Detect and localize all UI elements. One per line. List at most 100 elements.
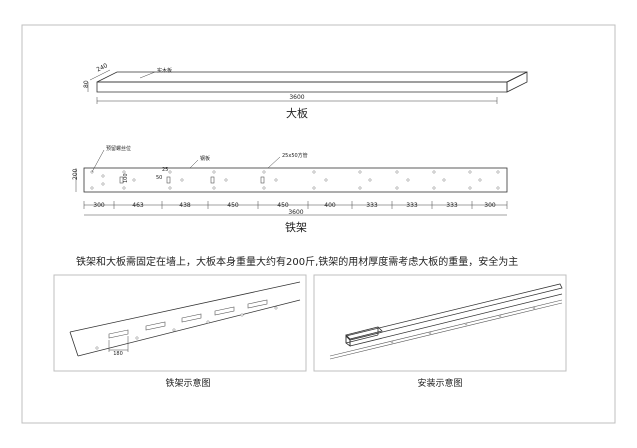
board-side-face bbox=[506, 71, 528, 93]
rack-sketch-top-edge bbox=[69, 281, 301, 333]
rack-sketch-slot bbox=[181, 313, 202, 323]
board-width-label: 240 bbox=[95, 62, 109, 73]
board-material-label: 实木板 bbox=[157, 67, 172, 74]
rack-sketch-slot bbox=[145, 321, 166, 331]
rack-hole bbox=[432, 170, 436, 174]
rack-sketch-hole bbox=[240, 313, 244, 317]
rack-segment-label: 400 bbox=[324, 202, 336, 209]
rack-total-label: 3600 bbox=[288, 209, 303, 216]
install-sketch-frame bbox=[313, 274, 567, 372]
rack-hole bbox=[395, 186, 399, 190]
board-drawing: 240 80 实木板 3600 大板 bbox=[83, 62, 528, 120]
rack-sketch-slot bbox=[247, 299, 268, 309]
rack-segment-label: 300 bbox=[484, 202, 496, 209]
rack-hole bbox=[262, 170, 266, 174]
rack-hole bbox=[212, 186, 216, 190]
rack-hole bbox=[132, 178, 136, 182]
safety-note: 铁架和大板需固定在墙上，大板本身重量大约有200斤,铁架的用材厚度需考虑大板的重… bbox=[76, 255, 518, 268]
rack-bar bbox=[83, 167, 508, 193]
rack-plate-marker bbox=[119, 176, 124, 184]
rack-hole bbox=[312, 186, 316, 190]
rack-sketch-dim-label: 180 bbox=[113, 351, 123, 357]
rack-segment-label: 450 bbox=[277, 202, 289, 209]
rack-height-label: 200 bbox=[72, 168, 79, 180]
rack-sketch-hole bbox=[172, 328, 176, 332]
rack-sketch-slot bbox=[108, 329, 129, 339]
rack-hole bbox=[406, 178, 410, 182]
rack-sketch-caption: 铁架示意图 bbox=[165, 377, 210, 389]
install-hole bbox=[390, 340, 394, 344]
rack-sketch-slot bbox=[214, 306, 235, 316]
rack-hole bbox=[101, 174, 105, 178]
rack-hole bbox=[468, 186, 472, 190]
rack-segment-label: 438 bbox=[179, 202, 191, 209]
rack-spacing-label-a: 50 bbox=[156, 175, 162, 181]
tube-callout-leader bbox=[267, 156, 281, 169]
install-wall-rack-line-2 bbox=[329, 302, 563, 360]
install-hole bbox=[464, 322, 468, 326]
rack-hole bbox=[274, 178, 278, 182]
rack-hole bbox=[122, 170, 126, 174]
rack-hole bbox=[478, 178, 482, 182]
plate-callout-leader bbox=[189, 159, 199, 169]
rack-hole bbox=[468, 170, 472, 174]
rack-hole bbox=[442, 178, 446, 182]
rack-hole bbox=[122, 186, 126, 190]
install-sketch-caption: 安装示意图 bbox=[417, 377, 462, 389]
install-board-face-low bbox=[345, 334, 379, 344]
rack-hole bbox=[432, 186, 436, 190]
board-width-dim-line bbox=[89, 69, 111, 81]
rack-plate-marker bbox=[166, 176, 171, 184]
rack-sketch-hole bbox=[135, 336, 139, 340]
rack-hole bbox=[180, 178, 184, 182]
rack-sketch-hole bbox=[274, 306, 278, 310]
rack-drawing: 200 bbox=[72, 145, 508, 234]
install-board-face bbox=[345, 326, 383, 340]
rack-hole bbox=[358, 170, 362, 174]
rack-hole bbox=[312, 170, 316, 174]
rack-hole bbox=[395, 170, 399, 174]
board-height-label: 80 bbox=[83, 80, 90, 88]
rack-hole bbox=[168, 170, 172, 174]
rack-sketch-end-edge bbox=[69, 331, 79, 357]
bolt-callout-label: 预留螺丝位 bbox=[106, 145, 131, 152]
rack-sketch-hole bbox=[206, 320, 210, 324]
rack-sketch-frame bbox=[53, 274, 307, 372]
rack-hole bbox=[224, 178, 228, 182]
board-front-face bbox=[96, 81, 508, 93]
rack-plate-marker bbox=[210, 176, 215, 184]
install-hole bbox=[498, 314, 502, 318]
install-wall-rack-line bbox=[329, 299, 563, 357]
plate-callout-label: 钢板 bbox=[200, 155, 210, 162]
rack-plate-marker bbox=[260, 176, 265, 184]
rack-segment-label: 450 bbox=[227, 202, 239, 209]
install-board-bottom bbox=[349, 293, 563, 347]
rack-spacing-label-b: 100 bbox=[123, 173, 129, 183]
rack-hole bbox=[496, 170, 500, 174]
tube-callout-label: 25x50方管 bbox=[282, 152, 308, 159]
rack-hole bbox=[324, 178, 328, 182]
board-material-leader bbox=[139, 71, 156, 79]
rack-title: 铁架 bbox=[285, 221, 307, 234]
install-hole bbox=[532, 306, 536, 310]
rack-hole bbox=[368, 178, 372, 182]
rack-segment-label: 333 bbox=[366, 202, 378, 209]
rack-hole bbox=[212, 170, 216, 174]
rack-hole bbox=[168, 186, 172, 190]
rack-sketch-panel: 180 铁架示意图 bbox=[53, 274, 307, 389]
rack-sketch-bottom-edge bbox=[77, 299, 301, 357]
rack-segment-label: 333 bbox=[446, 202, 458, 209]
install-sketch-panel: 安装示意图 bbox=[313, 274, 567, 389]
rack-segment-label: 463 bbox=[132, 202, 144, 209]
board-title: 大板 bbox=[286, 106, 308, 120]
bolt-callout-leader bbox=[91, 149, 105, 173]
rack-hole bbox=[90, 186, 94, 190]
rack-holes bbox=[90, 170, 500, 190]
board-length-label: 3600 bbox=[289, 94, 304, 101]
rack-segment-label: 300 bbox=[93, 202, 105, 209]
rack-hole bbox=[496, 186, 500, 190]
rack-segment-label: 333 bbox=[406, 202, 418, 209]
rack-sketch-hole bbox=[95, 346, 99, 350]
rack-gap-label: 25 bbox=[162, 167, 168, 173]
